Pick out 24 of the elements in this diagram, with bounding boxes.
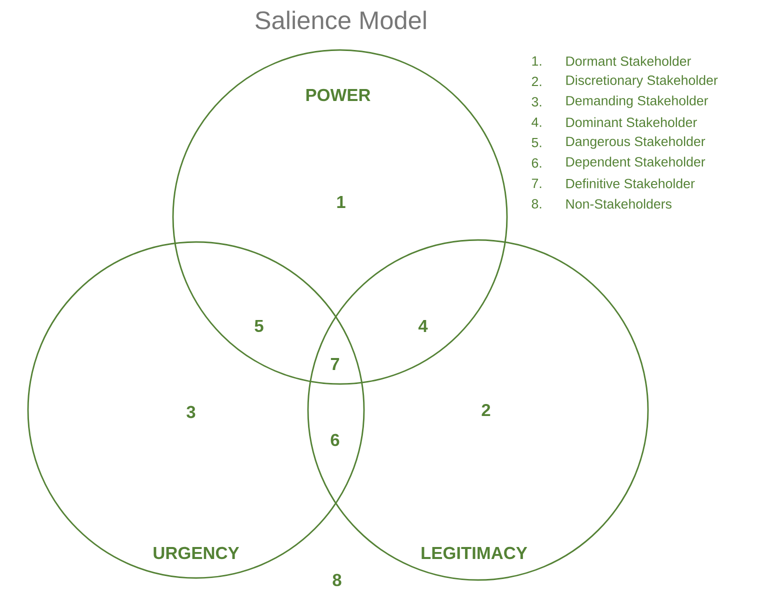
list-number: 5.: [532, 138, 542, 148]
region-number: 3: [186, 406, 196, 418]
list-number: 4.: [532, 118, 542, 127]
list-number: 8.: [532, 199, 542, 209]
list-number: 3.: [532, 97, 542, 107]
list-number: 2.: [532, 76, 542, 86]
title: Salience Model: [256, 10, 426, 30]
list-number: 6.: [532, 158, 542, 168]
list-item: Dependent Stakeholder: [566, 156, 706, 170]
region-number: 4: [418, 320, 428, 332]
list-item: Definitive Stakeholder: [566, 178, 695, 188]
region-number: 2: [482, 404, 490, 416]
region-number: 5: [254, 320, 264, 332]
region-number: 7: [330, 358, 340, 370]
list-item: Demanding Stakeholder: [566, 96, 708, 108]
region-number: 6: [330, 434, 340, 446]
list-item: Dangerous Stakeholder: [566, 136, 706, 149]
list-item: Non-Stakeholders: [566, 198, 672, 209]
list-item: Discretionary Stakeholder: [566, 75, 718, 88]
list-item: Dominant Stakeholder: [566, 117, 697, 128]
region-number: 1: [337, 196, 346, 208]
list-item: Dormant Stakeholder: [566, 56, 691, 66]
list-number: 1.: [532, 56, 542, 66]
list-number: 7.: [532, 178, 542, 188]
